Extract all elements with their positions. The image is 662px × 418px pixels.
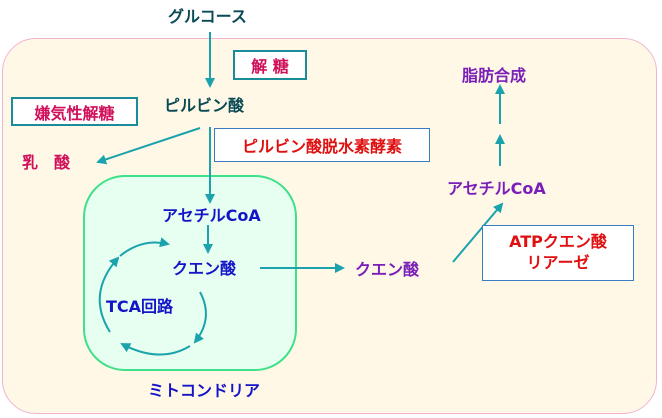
acl-label-line2: リアーゼ [526, 253, 590, 272]
fatty-acid-synthesis-label: 脂肪合成 [462, 66, 527, 85]
mitochondria-boundary [83, 175, 297, 371]
mitochondria-label: ミトコンドリア [148, 381, 261, 400]
tca-cycle-arc-bottom [120, 343, 191, 356]
tca-cycle-label: TCA回路 [106, 297, 174, 316]
tca-cycle-arc-right [193, 291, 207, 344]
arrow-citrate-to-acetylcoa-cyto [452, 202, 504, 263]
glucose-label: グルコース [168, 7, 247, 26]
acl-label-line1: ATPクエン酸 [509, 232, 607, 252]
acl-box: ATPクエン酸 リアーゼ [482, 225, 634, 281]
anaerobic-glycolysis-box: 嫌気性解糖 [11, 97, 138, 126]
citrate-cyto-label: クエン酸 [355, 260, 420, 279]
glycolysis-box: 解 糖 [233, 50, 307, 80]
citrate-mito-label: クエン酸 [172, 259, 237, 278]
arrow-pyruvate-to-lactate [96, 127, 201, 165]
acetyl-coa-cyto-label: アセチルCoA [447, 179, 546, 198]
pyruvate-label: ピルビン酸 [164, 96, 245, 115]
acetyl-coa-mito-label: アセチルCoA [162, 206, 261, 225]
pdh-label: ピルビン酸脱水素酵素 [241, 137, 402, 156]
tca-cycle-arc-left [98, 256, 120, 333]
lactate-label: 乳 酸 [22, 153, 71, 172]
tca-cycle-arc-top [119, 237, 170, 257]
glycolysis-label: 解 糖 [251, 57, 289, 76]
anaerobic-glycolysis-label: 嫌気性解糖 [34, 103, 115, 123]
pdh-box: ピルビン酸脱水素酵素 [214, 128, 430, 162]
